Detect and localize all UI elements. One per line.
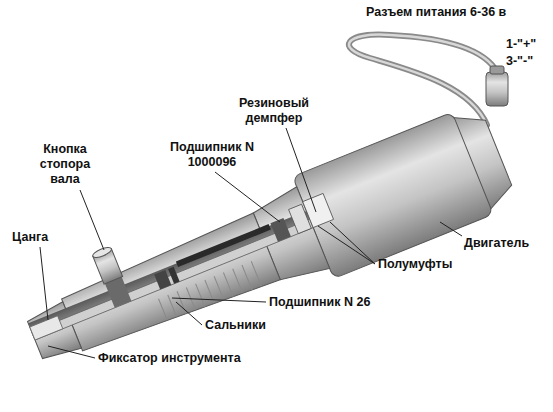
part-label: Разъем питания 6-36 в <box>366 5 506 20</box>
part-label: Подшипник N 26 <box>269 295 370 310</box>
part-label: Полумуфты <box>378 257 452 272</box>
part-label: Кнопка стопора вала <box>32 142 98 187</box>
handpiece-body <box>13 98 519 391</box>
part-label: 1-"+" <box>506 37 536 52</box>
part-label: Подшипник N 1000096 <box>160 140 264 170</box>
part-label: Резиновый демпфер <box>232 96 316 126</box>
part-label: Двигатель <box>462 236 531 251</box>
leader-lines <box>40 128 462 358</box>
part-label: Цанга <box>12 230 48 245</box>
part-label: Сальники <box>205 318 266 333</box>
part-label: 3-"-" <box>506 54 533 69</box>
part-label: Фиксатор инструмента <box>98 351 241 366</box>
power-cable <box>349 35 497 125</box>
cable-highlight <box>349 35 497 125</box>
power-connector <box>486 66 508 106</box>
